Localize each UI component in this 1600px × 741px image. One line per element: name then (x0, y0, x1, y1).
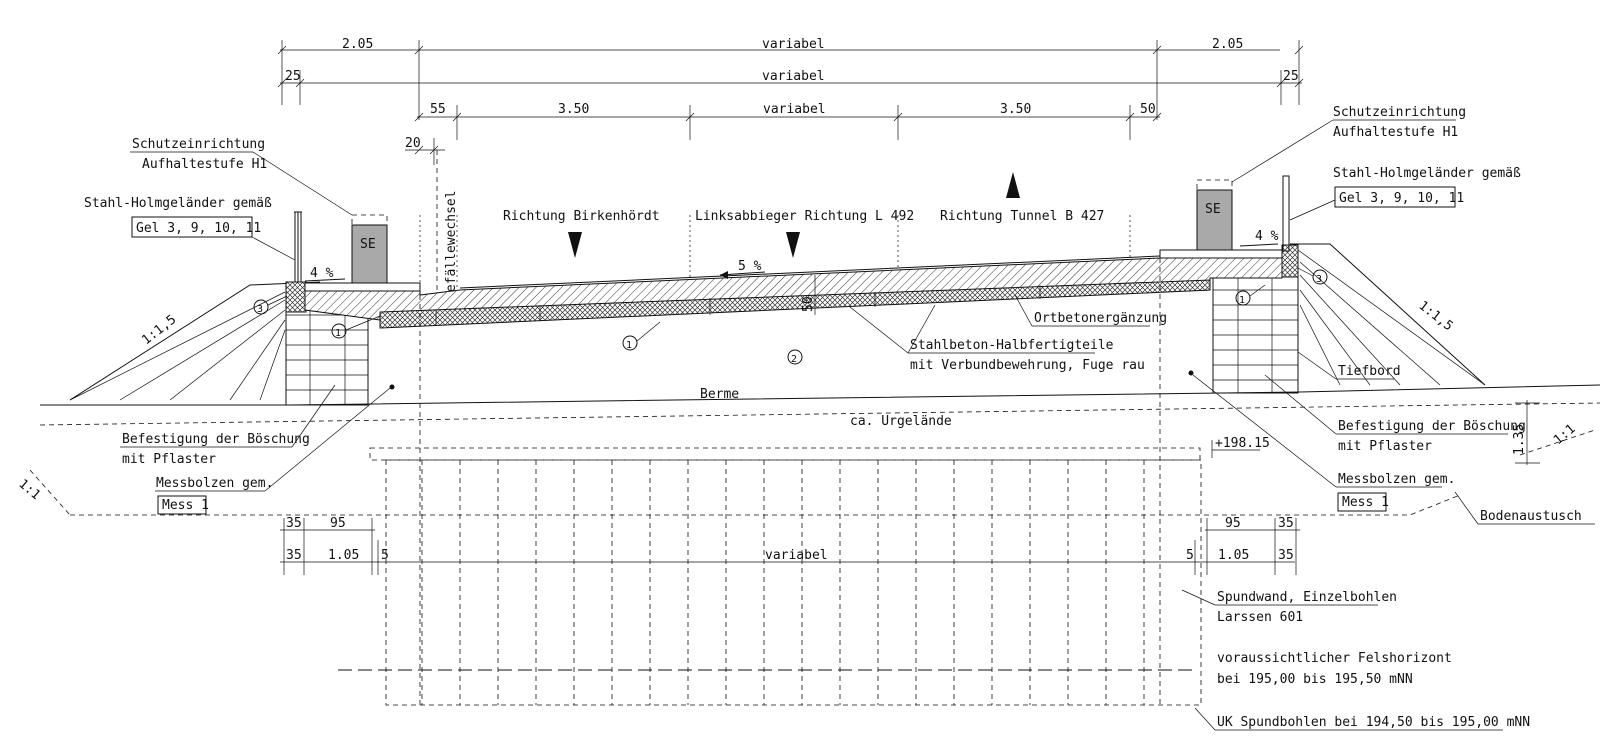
dim-top-variabel-2: variabel (762, 69, 825, 84)
se-label-right: SE (1205, 202, 1221, 217)
dim-bottom-right-95: 95 (1225, 516, 1241, 531)
se-label-left: SE (360, 237, 376, 252)
se-block-left: SE 4 % (294, 211, 388, 284)
ref-circle-2: 2 (791, 354, 797, 365)
label-gel-ref-left: Gel 3, 9, 10, 11 (136, 221, 261, 236)
dim-bottom-left-35b: 35 (286, 548, 302, 563)
label-schutz-right-1: Schutzeinrichtung (1333, 105, 1466, 120)
dim-bottom-right-35a: 35 (1278, 516, 1294, 531)
ref-circle-1c: 1 (1239, 295, 1245, 306)
label-4-percent-left: 4 % (310, 266, 334, 281)
arrow-down-linksabbieger (786, 232, 800, 258)
label-befestigung-right-1: Befestigung der Böschung (1338, 419, 1526, 434)
dim-bottom-gap-left: 5 (381, 548, 389, 563)
dim-20: 20 (405, 136, 421, 151)
dimension-chain-bottom: 35 95 35 1.05 5 variabel 5 95 35 1.05 35… (280, 400, 1540, 575)
label-richtung-birkenhoerdt: Richtung Birkenhördt (503, 209, 660, 224)
se-block-right: SE 4 % (1196, 175, 1290, 252)
dim-bottom-variabel: variabel (765, 548, 828, 563)
dim-bottom-left-35a: 35 (286, 516, 302, 531)
dim-top-left-205: 2.05 (342, 37, 373, 52)
label-mess-ref-right: Mess 1 (1342, 495, 1389, 510)
dim-variabel-3: variabel (763, 102, 826, 117)
reference-circles: 1 1 1 2 3 3 (253, 267, 1328, 365)
label-spundwand-2: Larssen 601 (1217, 610, 1303, 625)
dim-bottom-gap-right: 5 (1186, 548, 1194, 563)
label-gelaender-left: Stahl-Holmgeländer gemäß (84, 196, 272, 211)
lane-markers: Richtung Birkenhördt Linksabbieger Richt… (419, 150, 1131, 300)
dim-top-left-25: 25 (285, 69, 301, 84)
label-befestigung-left-1: Befestigung der Böschung (122, 432, 310, 447)
annotations-left: Schutzeinrichtung Aufhaltestufe H1 Stahl… (84, 137, 395, 515)
label-slope-right-11: 1:1 (1551, 421, 1579, 448)
label-uk-spundbohlen: UK Spundbohlen bei 194,50 bis 195,00 mNN (1217, 715, 1530, 730)
dim-bottom-right-35b: 35 (1278, 548, 1294, 563)
label-bodenaustusch: Bodenaustusch (1480, 509, 1582, 524)
label-gelaender-right: Stahl-Holmgeländer gemäß (1333, 166, 1521, 181)
dimension-chain-top: 2.05 variabel 2.05 25 variabel 25 55 3.5… (277, 37, 1304, 165)
ref-circle-1b: 1 (626, 340, 632, 351)
label-mess-ref-left: Mess 1 (162, 498, 209, 513)
label-fels-2: bei 195,00 bis 195,50 mNN (1217, 672, 1413, 687)
label-richtung-tunnel: Richtung Tunnel B 427 (940, 209, 1104, 224)
label-befestigung-right-2: mit Pflaster (1338, 439, 1432, 454)
label-fels-1: voraussichtlicher Felshorizont (1217, 651, 1452, 666)
label-4-percent-right: 4 % (1255, 229, 1279, 244)
arrow-up-tunnel (1006, 172, 1020, 198)
label-spundwand-1: Spundwand, Einzelbohlen (1217, 590, 1397, 605)
ref-circle-3b: 3 (1316, 274, 1322, 285)
label-stahlbeton-2: mit Verbundbewehrung, Fuge rau (910, 358, 1145, 373)
label-gel-ref-right: Gel 3, 9, 10, 11 (1339, 191, 1464, 206)
label-linksabbieger: Linksabbieger Richtung L 492 (695, 209, 914, 224)
dim-bottom-left-95: 95 (330, 516, 346, 531)
dim-slab-50: 50 (801, 296, 816, 312)
dim-bottom-left-105: 1.05 (328, 548, 359, 563)
ref-circle-3a: 3 (257, 304, 263, 315)
dim-350-left: 3.50 (558, 102, 589, 117)
label-gefaellewechsel: Gefällewechsel (444, 190, 459, 300)
abutment-left (285, 281, 369, 406)
dim-top-right-25: 25 (1283, 69, 1299, 84)
label-schutz-left-1: Schutzeinrichtung (132, 137, 265, 152)
ground-lines: Berme ca. Urgelände (39, 384, 1600, 516)
dim-elevation: +198.15 (1215, 436, 1270, 451)
label-urgelaende: ca. Urgelände (850, 414, 952, 429)
label-messbolzen-left: Messbolzen gem. (156, 476, 273, 491)
label-schutz-right-2: Aufhaltestufe H1 (1333, 125, 1458, 140)
sheet-piles (338, 258, 1202, 706)
dim-top-variabel-1: variabel (762, 37, 825, 52)
label-stahlbeton-1: Stahlbeton-Halbfertigteile (910, 338, 1114, 353)
dim-55: 55 (430, 102, 446, 117)
dim-top-right-205: 2.05 (1212, 37, 1243, 52)
label-befestigung-left-2: mit Pflaster (122, 452, 216, 467)
dim-135: 1.35 (1512, 424, 1527, 455)
label-slope-right-15: 1:1,5 (1416, 298, 1456, 334)
arrow-down-birkenhoerdt (568, 232, 582, 258)
dim-50: 50 (1140, 102, 1156, 117)
label-5-percent: 5 % (738, 259, 762, 274)
dim-bottom-right-105: 1.05 (1218, 548, 1249, 563)
label-berme: Berme (700, 387, 739, 402)
label-ortbeton: Ortbetonergänzung (1034, 311, 1167, 326)
label-tiefbord: Tiefbord (1338, 364, 1401, 379)
annotations-right: Schutzeinrichtung Aufhaltestufe H1 Stahl… (849, 105, 1595, 731)
ref-circle-1a: 1 (335, 328, 341, 339)
label-messbolzen-right: Messbolzen gem. (1338, 472, 1455, 487)
label-schutz-left-2: Aufhaltestufe H1 (142, 157, 267, 172)
dim-350-right: 3.50 (1000, 102, 1031, 117)
